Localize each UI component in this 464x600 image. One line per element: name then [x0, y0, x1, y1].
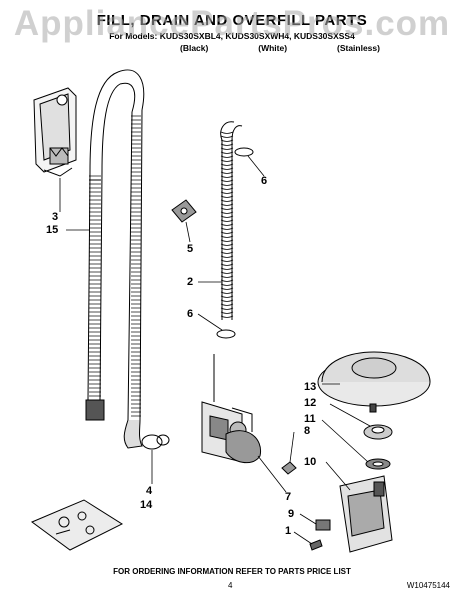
small-screw-part [309, 539, 323, 551]
leader-6a [247, 155, 265, 177]
callout-3: 3 [52, 211, 59, 223]
leader-10 [325, 461, 351, 491]
model-variants: (Black) (White) (Stainless) [180, 43, 380, 53]
callout-4: 4 [146, 485, 153, 497]
callout-2: 2 [187, 276, 194, 288]
variant-white: (White) [258, 43, 288, 53]
float-nut [363, 424, 393, 440]
callout-11: 11 [304, 413, 316, 425]
callout-13: 13 [304, 381, 317, 393]
callout-7: 7 [285, 491, 292, 503]
grommet-part [171, 199, 197, 223]
callout-6-lower: 6 [187, 308, 194, 320]
inlet-valve [201, 354, 262, 464]
variant-stainless: (Stainless) [336, 43, 380, 53]
leader-12 [329, 403, 371, 427]
callout-15: 15 [46, 224, 59, 236]
leader-8 [289, 431, 295, 463]
hose-clamp-lower [216, 329, 236, 339]
callout-12: 12 [304, 397, 317, 409]
page-title: FILL, DRAIN AND OVERFILL PARTS [96, 12, 368, 29]
callout-8: 8 [304, 425, 311, 437]
callout-6-upper: 6 [261, 175, 268, 187]
fill-hose-coils [220, 131, 234, 318]
callout-10: 10 [304, 456, 317, 468]
hose-clamp-upper [234, 147, 254, 157]
hose-corrugations [89, 115, 141, 417]
leader-7 [257, 455, 287, 493]
parts-bag [30, 499, 124, 551]
callout-9: 9 [288, 508, 295, 520]
ordering-note: FOR ORDERING INFORMATION REFER TO PARTS … [113, 567, 351, 576]
leader-9 [299, 513, 317, 525]
variant-black: (Black) [180, 43, 209, 53]
float-switch [315, 519, 331, 531]
leader-1 [293, 531, 313, 545]
drain-hose-left [85, 71, 121, 421]
screw-part [281, 461, 297, 475]
document-part-number: W10475144 [406, 581, 450, 590]
callout-1: 1 [285, 525, 292, 537]
leader-11 [321, 419, 369, 463]
callout-14: 14 [140, 499, 153, 511]
fill-hose [220, 121, 243, 320]
leader-6b [197, 313, 223, 331]
callout-5: 5 [187, 243, 194, 255]
model-list: For Models: KUDS30SXBL4, KUDS30SXWH4, KU… [109, 31, 355, 41]
vent-bracket-part [33, 87, 77, 177]
float-washer [365, 458, 391, 470]
float-dome [317, 351, 431, 413]
drain-hose-right [117, 69, 170, 450]
leader-5 [185, 221, 191, 243]
page-number: 4 [228, 581, 233, 590]
float-switch-bracket [339, 475, 393, 553]
